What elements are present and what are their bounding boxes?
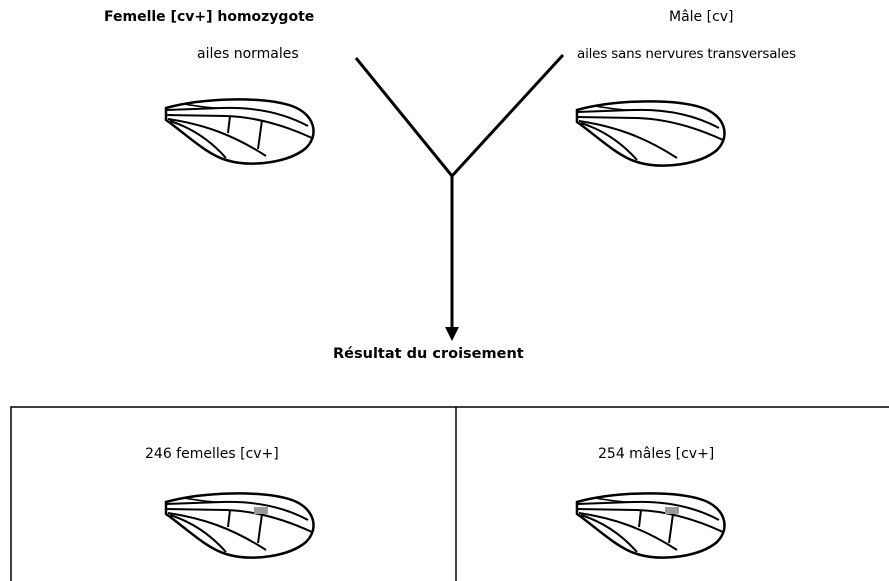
offspring-male-normal-wing-icon <box>575 492 726 559</box>
female-cross-line <box>354 57 454 177</box>
female-parent-title: Femelle [cv+] homozygote <box>104 9 315 25</box>
cross-result-label: Résultat du croisement <box>333 346 524 362</box>
male-cross-line <box>450 53 565 178</box>
offspring-males-label: 254 mâles [cv+] <box>598 446 715 462</box>
offspring-table-border <box>10 406 889 581</box>
result-arrowhead <box>445 327 459 341</box>
offspring-females-label: 246 femelles [cv+] <box>145 446 279 462</box>
female-wing-description: ailes normales <box>197 46 299 62</box>
offspring-female-normal-wing-icon <box>164 492 315 559</box>
female-normal-wing-icon <box>164 98 315 165</box>
male-wing-description: ailes sans nervures transversales <box>577 46 796 62</box>
male-wing-without-crossveins-icon <box>575 100 726 167</box>
male-parent-title: Mâle [cv] <box>669 9 734 25</box>
